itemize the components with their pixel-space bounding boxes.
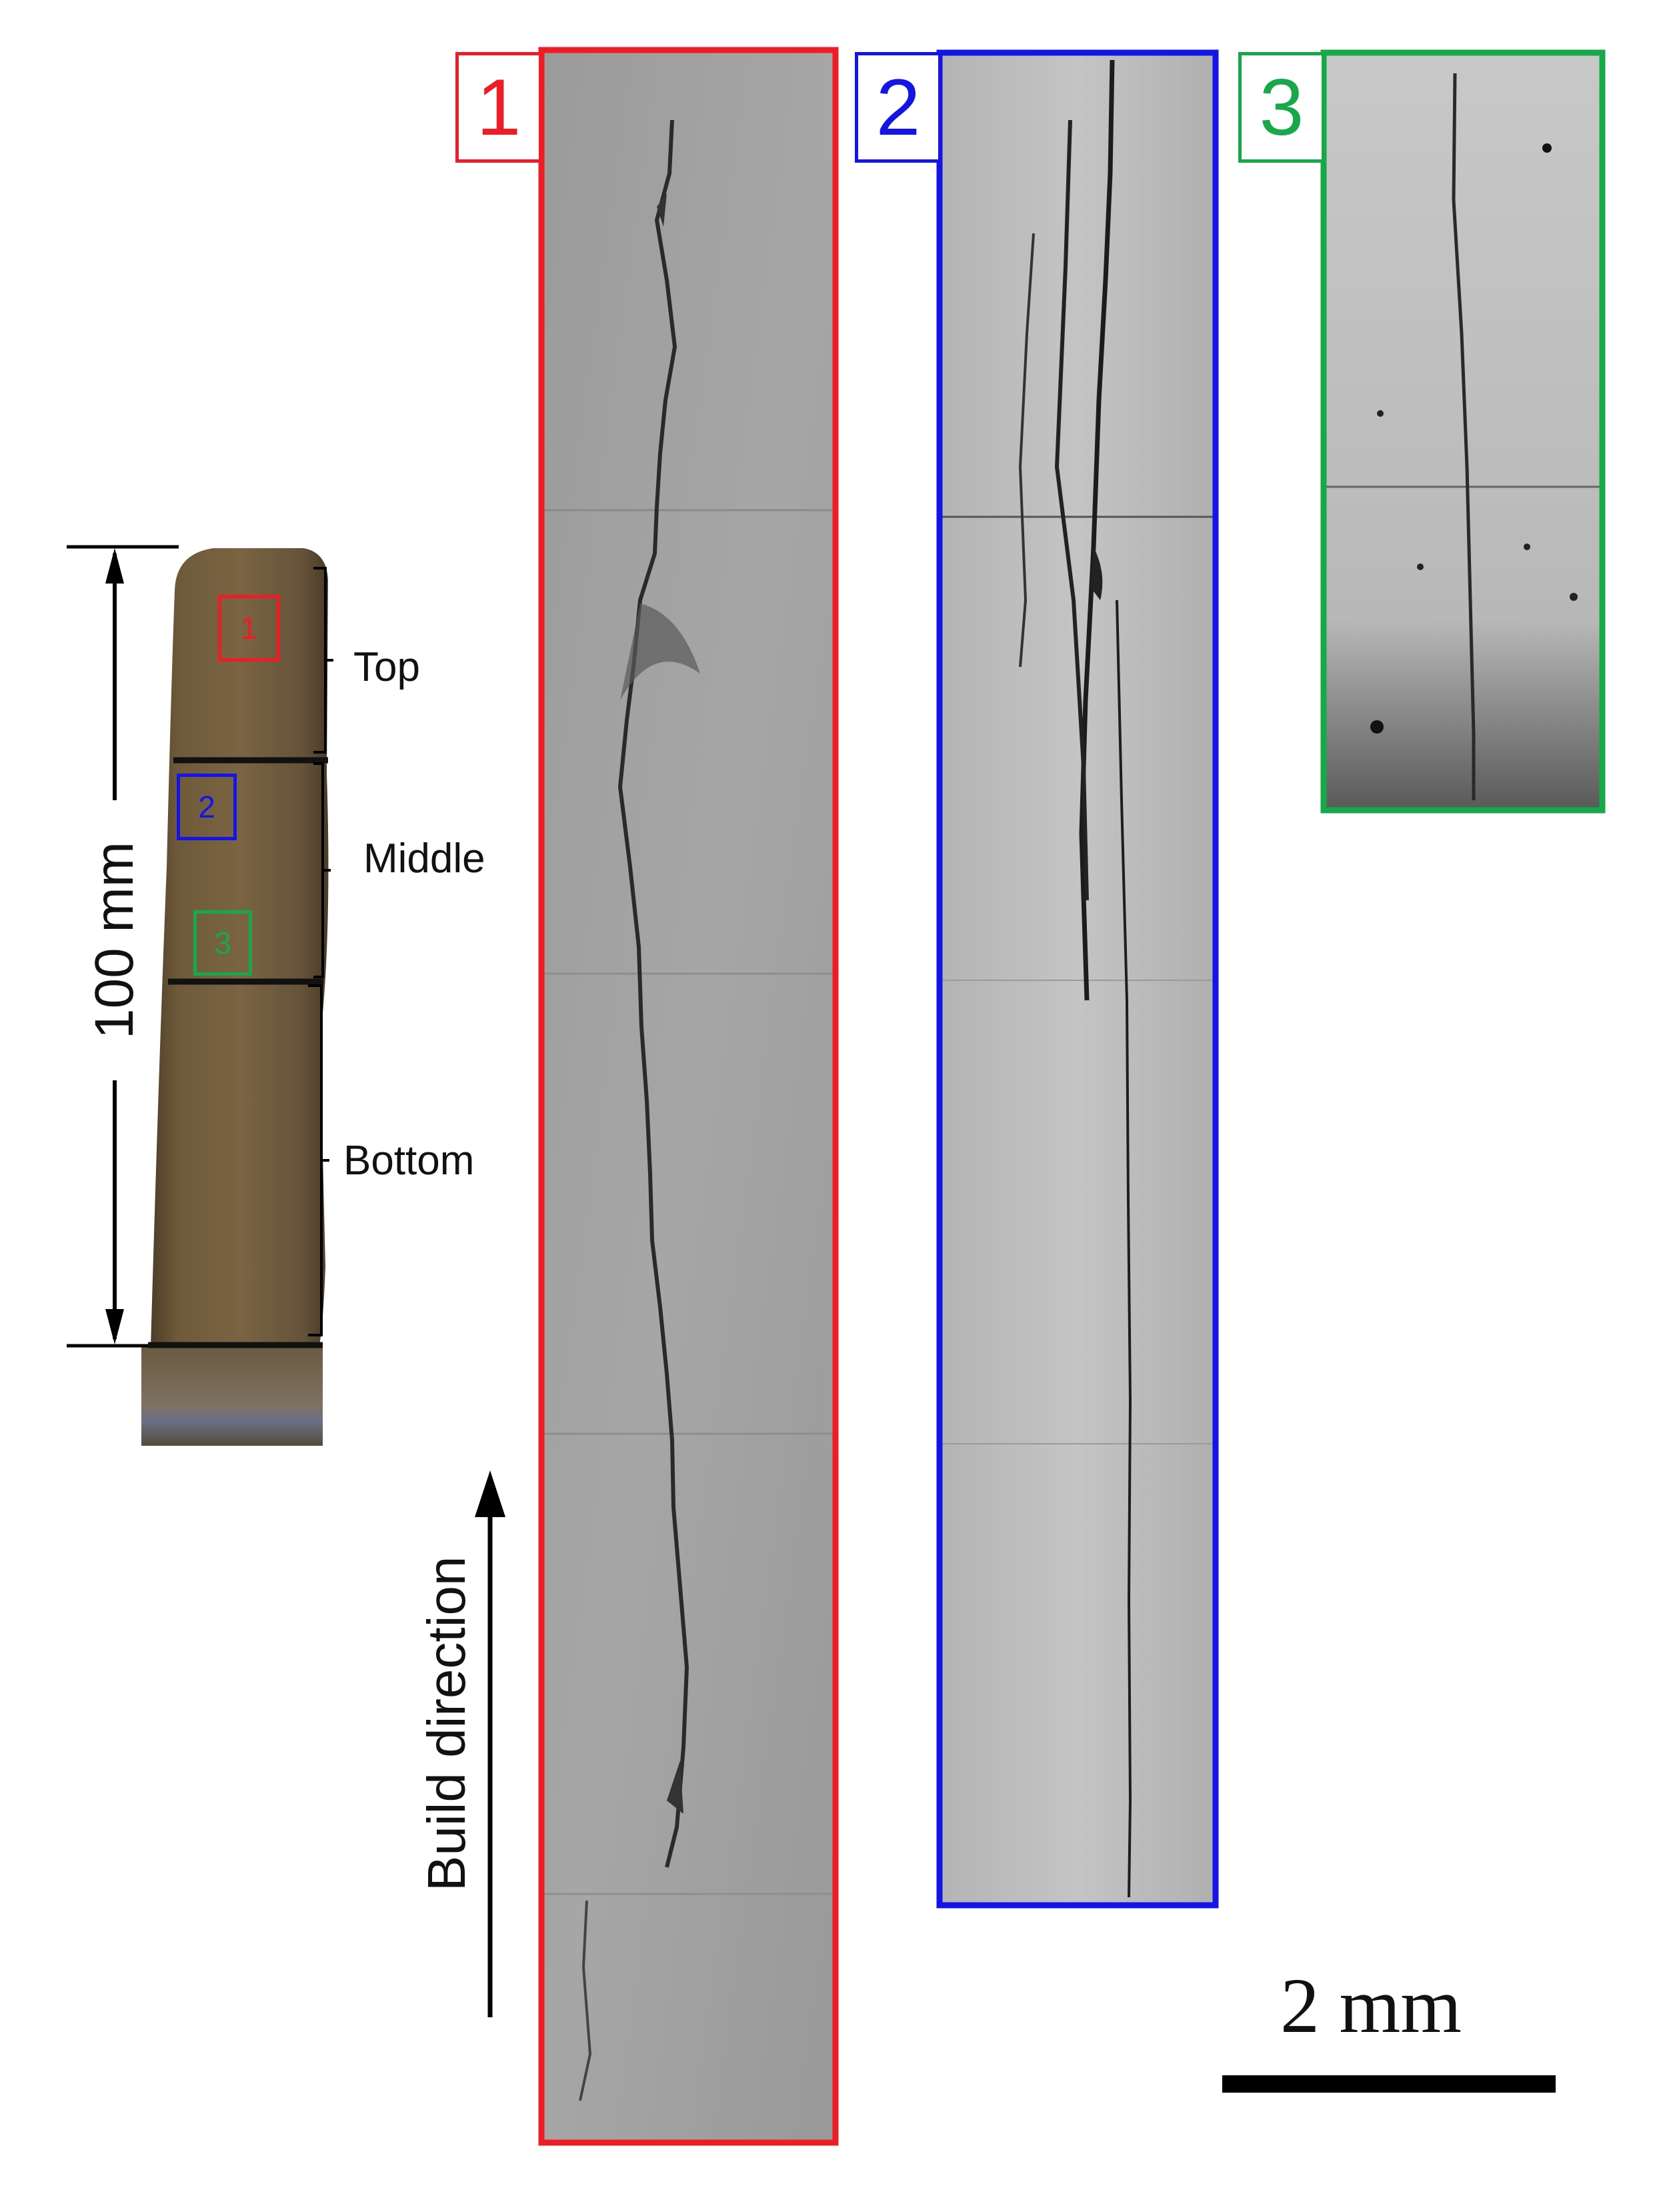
micrograph-panel-3 — [1326, 55, 1600, 808]
panel-2-tag: 2 — [855, 52, 942, 163]
scale-bar-label: 2 mm — [1280, 1962, 1462, 2049]
crack-2b — [1054, 119, 1089, 901]
scale-bar — [1222, 2075, 1556, 2093]
build-direction-arrow — [475, 1470, 505, 2017]
crack-3 — [1452, 73, 1476, 800]
build-direction-label: Build direction — [417, 1556, 476, 1892]
crack-1 — [617, 119, 689, 1868]
region-label-top: Top — [353, 644, 420, 690]
dimension-line — [67, 545, 179, 1348]
dimension-label: 100 mm — [84, 841, 145, 1040]
region-brackets — [308, 567, 333, 1336]
micrograph-panel-1 — [543, 52, 834, 2141]
panel-1-frame — [538, 47, 839, 2146]
crack-2c — [1116, 600, 1132, 1898]
region-label-middle: Middle — [363, 836, 485, 882]
micrograph-panel-2 — [942, 55, 1214, 1903]
region-label-bottom: Bottom — [343, 1138, 475, 1184]
specimen-marker-3: 3 — [193, 910, 252, 976]
panel-1-tag: 1 — [455, 52, 542, 163]
specimen-photo — [141, 548, 329, 1446]
specimen-marker-2: 2 — [177, 774, 237, 840]
panel-3-tag: 3 — [1238, 52, 1325, 163]
panel-3-frame — [1320, 49, 1606, 814]
crack-2a — [1079, 59, 1115, 1001]
specimen-marker-1: 1 — [218, 595, 280, 662]
panel-2-frame — [936, 49, 1219, 1909]
